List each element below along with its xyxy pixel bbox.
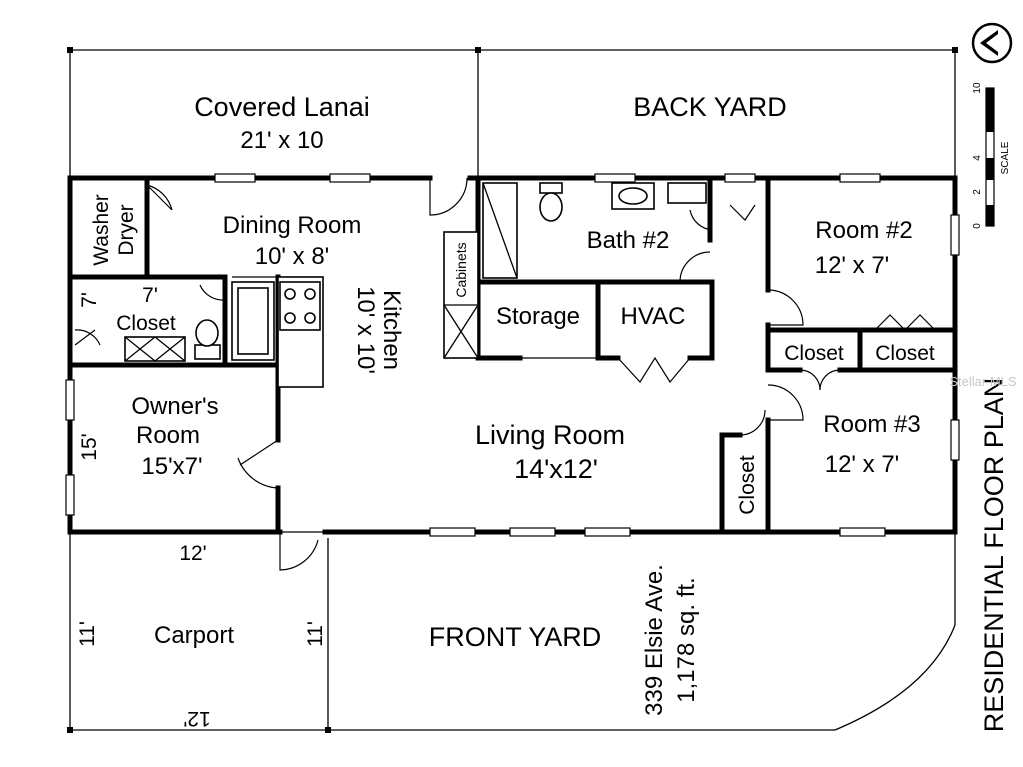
- fixtures: [124, 182, 707, 362]
- toilet-icon: [539, 182, 563, 222]
- scale-bar: 0 2 4 10 SCALE: [972, 82, 1011, 229]
- scale-tick-2: 2: [972, 189, 983, 195]
- closet-a-label: Closet: [784, 342, 844, 365]
- carport-top-dim: 12': [179, 542, 206, 565]
- toilet-icon: [194, 319, 221, 360]
- living-room-size: 14'x12': [514, 454, 598, 484]
- room3-label: Room #3: [823, 411, 920, 438]
- storage-label: Storage: [496, 303, 580, 330]
- watermark: Stellar MLS: [949, 374, 1017, 389]
- carport-right-dim: 11': [304, 621, 327, 647]
- scale-tick-4: 4: [972, 155, 983, 161]
- kitchen-label: Kitchen: [378, 290, 405, 370]
- scale-tick-10: 10: [972, 82, 983, 94]
- living-room-label: Living Room: [475, 420, 625, 450]
- room2-size: 12' x 7': [815, 252, 890, 279]
- kitchen-size: 10' x 10': [352, 286, 379, 374]
- address-label: 339 Elsie Ave.: [641, 564, 668, 716]
- hvac-label: HVAC: [621, 303, 686, 330]
- carport-left-dim: 11': [76, 621, 99, 647]
- covered-lanai-label: Covered Lanai: [194, 92, 370, 122]
- closet-c-label: Closet: [736, 455, 759, 515]
- washer-label: Washer: [90, 194, 113, 266]
- covered-lanai-size: 21' x 10: [240, 127, 323, 154]
- closet-7-side: 7': [78, 292, 101, 308]
- cabinets-label: Cabinets: [453, 242, 469, 297]
- dining-room-size: 10' x 8': [255, 243, 330, 270]
- closet-7-label: Closet: [116, 312, 176, 335]
- plan-title: RESIDENTIAL FLOOR PLAN: [979, 378, 1009, 733]
- back-yard-label: BACK YARD: [633, 92, 787, 122]
- owners-room-label-2: Room: [136, 422, 200, 449]
- front-yard-label: FRONT YARD: [429, 622, 602, 652]
- stove-icon: [279, 281, 321, 331]
- north-arrow-icon: [971, 22, 1013, 64]
- windows: [65, 173, 960, 537]
- dining-room-label: Dining Room: [223, 212, 362, 239]
- owners-room-size: 15'x7': [141, 453, 202, 480]
- sink-icon: [611, 182, 655, 210]
- owners-room-side: 15': [78, 433, 101, 460]
- dryer-label: Dryer: [115, 204, 138, 255]
- site-boundary: [67, 47, 958, 733]
- scale-label: SCALE: [1000, 141, 1011, 174]
- closet-7-size: 7': [142, 284, 158, 307]
- carport-label: Carport: [154, 622, 234, 649]
- owners-room-label: Owner's: [131, 393, 218, 420]
- room3-size: 12' x 7': [825, 451, 900, 478]
- bath2-label: Bath #2: [587, 227, 670, 254]
- closet-b-label: Closet: [875, 342, 935, 365]
- room2-label: Room #2: [815, 217, 912, 244]
- doors: [74, 177, 936, 571]
- scale-tick-0: 0: [972, 223, 983, 229]
- area-label: 1,178 sq. ft.: [673, 577, 700, 702]
- carport-bottom-dim: 12': [183, 707, 210, 730]
